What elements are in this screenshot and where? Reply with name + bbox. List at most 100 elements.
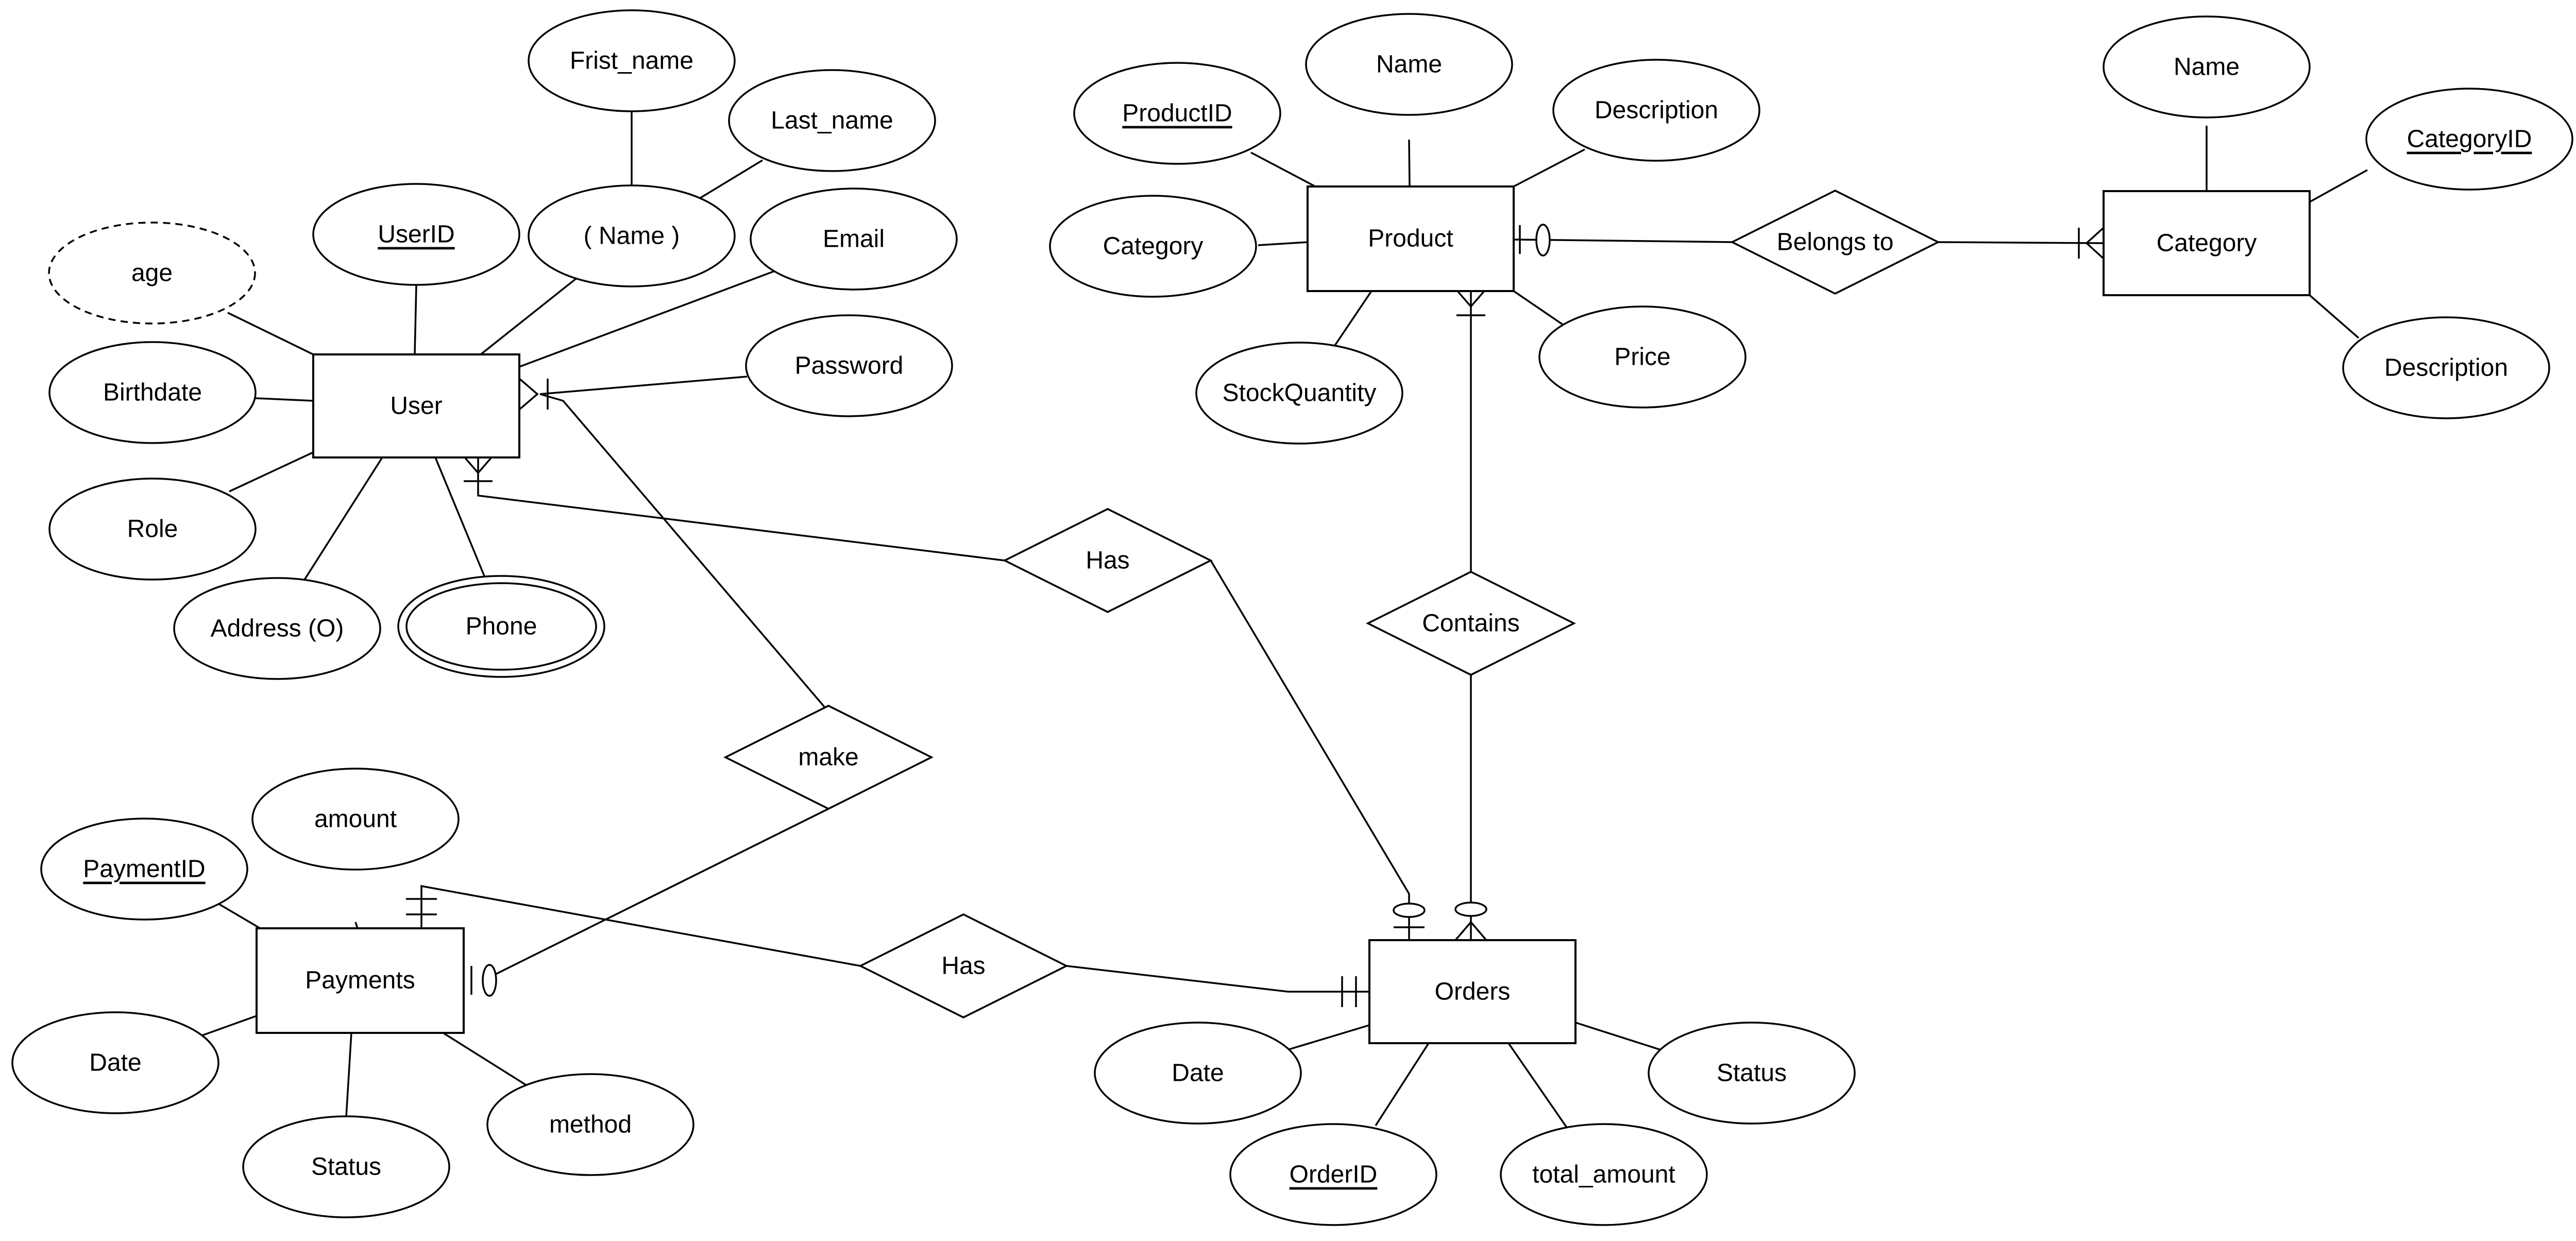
link-payments-has bbox=[420, 885, 861, 967]
attr-name-composite[interactable]: ( Name ) bbox=[528, 184, 736, 287]
crowfoot-user-make bbox=[518, 378, 549, 411]
attr-category-description-label: Description bbox=[2384, 354, 2508, 382]
entity-payments-label: Payments bbox=[305, 967, 415, 994]
link-categoryid-category bbox=[2309, 169, 2368, 203]
attr-order-date[interactable]: Date bbox=[1094, 1022, 1302, 1125]
attr-category-name[interactable]: Name bbox=[2103, 15, 2311, 118]
relationship-payment-has-order[interactable]: Has bbox=[858, 913, 1069, 1018]
attr-product-category[interactable]: Category bbox=[1049, 195, 1257, 298]
entity-product-label: Product bbox=[1368, 225, 1453, 252]
attr-address[interactable]: Address (O) bbox=[173, 577, 381, 680]
attr-category-id[interactable]: CategoryID bbox=[2365, 88, 2573, 191]
attr-age-derived[interactable]: age bbox=[48, 222, 256, 325]
link-paymentid-payments bbox=[216, 902, 261, 929]
zero-one-orders-has bbox=[1393, 903, 1426, 928]
relationship-make[interactable]: make bbox=[723, 705, 934, 810]
attr-category-name-label: Name bbox=[2174, 54, 2240, 81]
attr-amount[interactable]: amount bbox=[251, 768, 460, 871]
attr-product-name-label: Name bbox=[1376, 51, 1442, 78]
attr-stock-quantity-label: StockQuantity bbox=[1223, 380, 1377, 407]
attr-name-label: ( Name ) bbox=[584, 223, 680, 250]
attr-payment-date[interactable]: Date bbox=[11, 1011, 219, 1114]
link-pname-product bbox=[1408, 139, 1411, 187]
attr-email[interactable]: Email bbox=[750, 188, 958, 291]
entity-user[interactable]: User bbox=[312, 353, 520, 458]
attr-first-name-label: Frist_name bbox=[570, 47, 693, 75]
attr-product-description[interactable]: Description bbox=[1552, 59, 1760, 162]
attr-order-id-label: OrderID bbox=[1290, 1161, 1378, 1188]
link-role-user bbox=[229, 451, 314, 492]
relationship-has2-label: Has bbox=[941, 953, 985, 980]
attr-payment-date-label: Date bbox=[89, 1049, 141, 1077]
link-method-payments bbox=[443, 1032, 528, 1087]
relationship-user-has-orders[interactable]: Has bbox=[1003, 508, 1213, 613]
link-pdate-payments bbox=[201, 1015, 257, 1036]
link-belongsto-category bbox=[1938, 241, 2104, 244]
link-userid-user bbox=[414, 285, 417, 355]
attr-phone-multivalued[interactable]: Phone bbox=[397, 575, 605, 678]
attr-role-label: Role bbox=[127, 516, 178, 543]
relationship-belongs-to[interactable]: Belongs to bbox=[1730, 190, 1940, 295]
link-age-user bbox=[227, 312, 314, 355]
entity-orders-label: Orders bbox=[1435, 978, 1511, 1006]
attr-payment-id[interactable]: PaymentID bbox=[40, 818, 248, 921]
link-email-user bbox=[519, 270, 775, 368]
relationship-contains-label: Contains bbox=[1422, 610, 1519, 637]
attr-password-label: Password bbox=[795, 352, 904, 380]
attr-birthdate[interactable]: Birthdate bbox=[48, 341, 257, 444]
attr-product-price[interactable]: Price bbox=[1538, 305, 1747, 409]
attr-product-price-label: Price bbox=[1614, 344, 1670, 371]
link-pdesc-product bbox=[1513, 148, 1585, 188]
cardinality-marks bbox=[406, 224, 2105, 1007]
attr-first-name[interactable]: Frist_name bbox=[528, 9, 736, 112]
entity-payments[interactable]: Payments bbox=[256, 927, 465, 1034]
attr-last-name[interactable]: Last_name bbox=[728, 69, 936, 172]
attr-product-name[interactable]: Name bbox=[1305, 13, 1513, 116]
link-pcategory-product bbox=[1258, 241, 1308, 246]
exactly-one-payments-has bbox=[406, 898, 437, 915]
attr-role[interactable]: Role bbox=[48, 478, 257, 581]
link-phone-user bbox=[434, 457, 485, 576]
relationship-has-label: Has bbox=[1086, 547, 1129, 574]
entity-product[interactable]: Product bbox=[1307, 185, 1515, 292]
attr-total-amount[interactable]: total_amount bbox=[1500, 1123, 1708, 1226]
link-orderid-orders bbox=[1375, 1043, 1430, 1126]
exactly-one-orders-has bbox=[1341, 976, 1357, 1007]
link-has2-orders bbox=[1066, 965, 1369, 993]
attr-category-description[interactable]: Description bbox=[2342, 316, 2550, 419]
attr-product-id-label: ProductID bbox=[1122, 100, 1232, 127]
link-lastname-name bbox=[699, 159, 763, 199]
attr-user-id-label: UserID bbox=[378, 221, 454, 248]
link-cdesc-category bbox=[2309, 294, 2360, 339]
attr-order-status-label: Status bbox=[1717, 1060, 1787, 1087]
attr-email-label: Email bbox=[823, 226, 885, 253]
attr-password[interactable]: Password bbox=[745, 314, 953, 417]
attr-phone-label: Phone bbox=[466, 613, 537, 640]
entity-category-label: Category bbox=[2157, 230, 2257, 257]
attr-order-id[interactable]: OrderID bbox=[1229, 1123, 1437, 1226]
attr-payment-method-label: method bbox=[549, 1111, 632, 1138]
link-birthdate-user bbox=[255, 397, 314, 402]
attr-product-id[interactable]: ProductID bbox=[1073, 62, 1281, 165]
attr-product-category-label: Category bbox=[1103, 233, 1204, 260]
entity-category[interactable]: Category bbox=[2103, 190, 2311, 296]
attr-payment-method[interactable]: method bbox=[486, 1073, 694, 1176]
attr-order-status[interactable]: Status bbox=[1648, 1022, 1856, 1125]
attr-product-description-label: Description bbox=[1595, 97, 1718, 124]
attr-category-id-label: CategoryID bbox=[2407, 126, 2532, 153]
crowfoot-product-contains bbox=[1456, 290, 1485, 316]
link-stock-product bbox=[1333, 291, 1372, 347]
crowfoot-orders-contains bbox=[1454, 902, 1487, 941]
attr-age-label: age bbox=[131, 260, 173, 287]
link-address-user bbox=[302, 457, 383, 583]
crowfoot-user-has bbox=[464, 456, 493, 482]
entity-orders[interactable]: Orders bbox=[1368, 939, 1577, 1044]
attr-stock-quantity[interactable]: StockQuantity bbox=[1195, 342, 1403, 445]
attr-user-id[interactable]: UserID bbox=[312, 183, 520, 286]
attr-payment-status[interactable]: Status bbox=[242, 1115, 450, 1218]
relationship-contains[interactable]: Contains bbox=[1366, 571, 1576, 676]
link-has-orders bbox=[1210, 560, 1410, 940]
zero-one-product-belongs bbox=[1519, 224, 1551, 257]
attr-order-date-label: Date bbox=[1172, 1060, 1224, 1087]
attr-last-name-label: Last_name bbox=[771, 107, 893, 134]
